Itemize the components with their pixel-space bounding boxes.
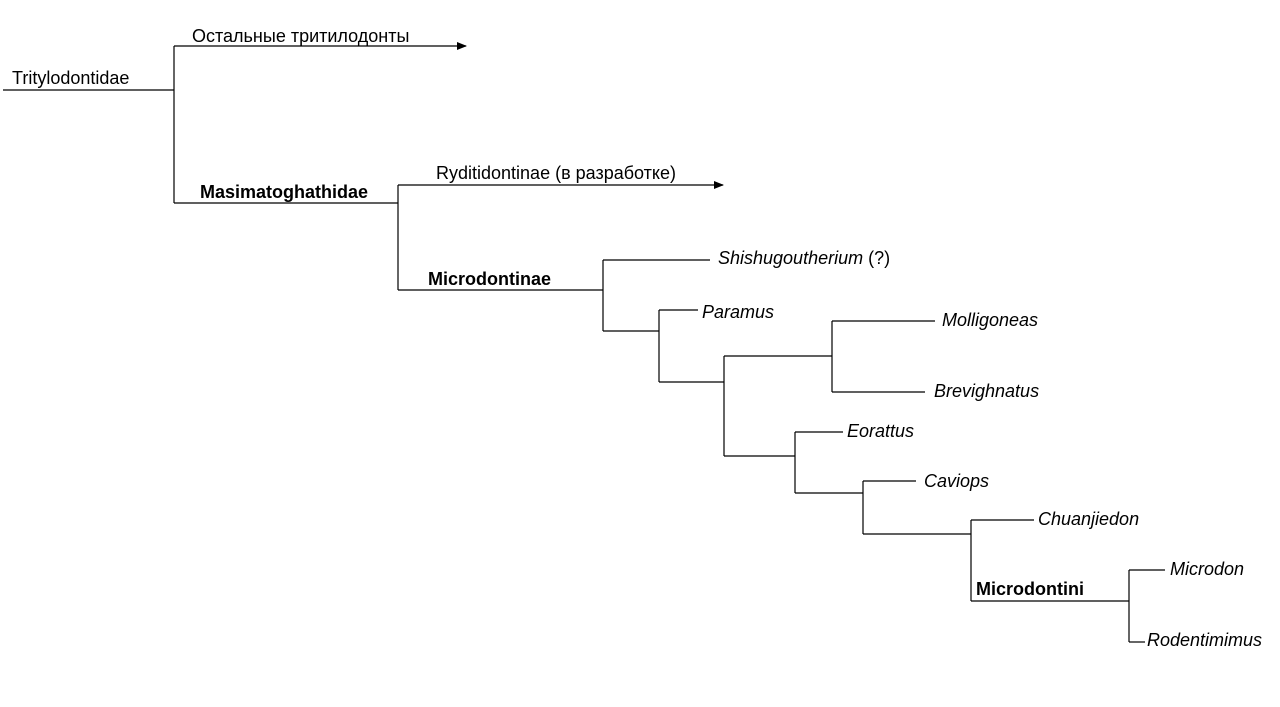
masimatoghathidae-label: Masimatoghathidae xyxy=(200,182,368,202)
shishugoutherium-label: Shishugoutherium (?) xyxy=(718,248,890,268)
caviops-label: Caviops xyxy=(924,471,989,491)
microdontinae-label: Microdontinae xyxy=(428,269,551,289)
chuanjiedon-label: Chuanjiedon xyxy=(1038,509,1139,529)
shishugoutherium-note: (?) xyxy=(863,248,890,268)
other-tritylodonts-label: Остальные тритилодонты xyxy=(192,26,409,46)
microdon-label: Microdon xyxy=(1170,559,1244,579)
microdontini-label: Microdontini xyxy=(976,579,1084,599)
ryditidontinae-label: Ryditidontinae (в разработке) xyxy=(436,163,676,183)
shishugoutherium-name: Shishugoutherium xyxy=(718,248,863,268)
root-label: Tritylodontidae xyxy=(12,68,129,88)
brevighnatus-label: Brevighnatus xyxy=(934,381,1039,401)
eorattus-label: Eorattus xyxy=(847,421,914,441)
molligoneas-label: Molligoneas xyxy=(942,310,1038,330)
rodentimimus-label: Rodentimimus xyxy=(1147,630,1262,650)
paramus-label: Paramus xyxy=(702,302,774,322)
